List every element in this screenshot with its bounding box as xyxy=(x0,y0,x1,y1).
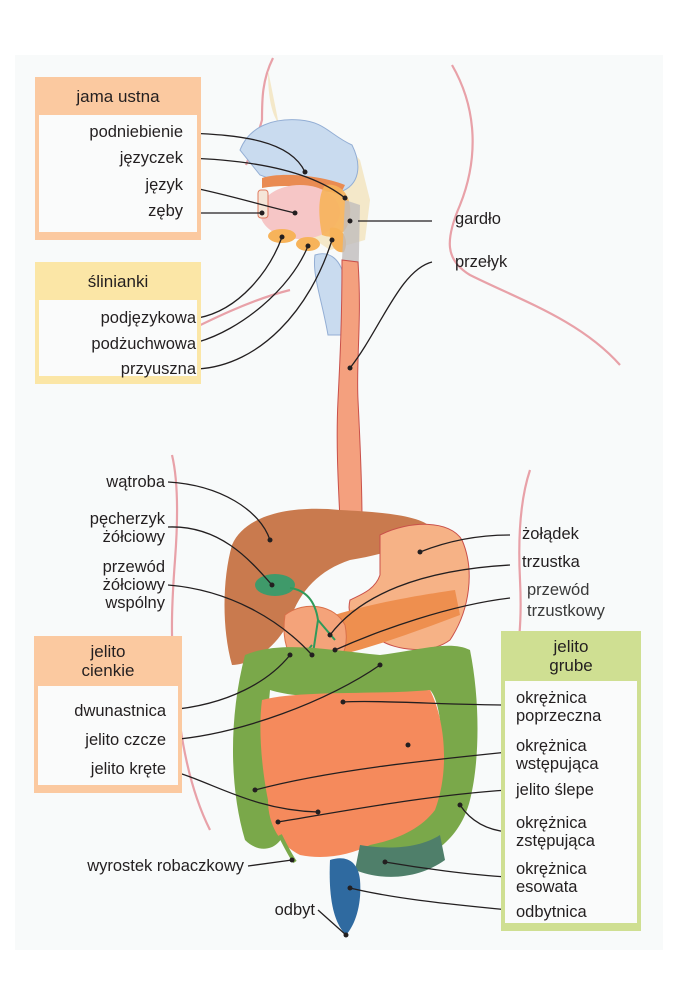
label-bile-duct-line1: przewód xyxy=(102,558,165,576)
label-transverse-colon: okrężnica poprzeczna xyxy=(516,689,601,725)
label-common-bile-duct: przewód żółciowy wspólny xyxy=(103,558,165,612)
group-title-small-intestine-line2: cienkie xyxy=(81,661,135,680)
label-descending-colon-line1: okrężnica xyxy=(516,814,587,832)
gallbladder xyxy=(255,574,295,596)
label-pancreatic-duct: przewód trzustkowy xyxy=(527,580,605,622)
group-title-small-intestine: jelito cienkie xyxy=(34,636,182,686)
label-duodenum: dwunastnica xyxy=(74,702,166,720)
label-jejunum: jelito czcze xyxy=(85,731,166,749)
group-title-large-intestine: jelito grube xyxy=(501,631,641,681)
group-box-mouth: jama ustna xyxy=(35,77,201,240)
label-cecum: jelito ślepe xyxy=(516,781,594,799)
sigmoid-colon xyxy=(355,835,445,877)
label-esophagus: przełyk xyxy=(455,253,508,271)
label-rectum: odbytnica xyxy=(516,903,587,921)
label-ileum: jelito kręte xyxy=(90,760,166,778)
group-box-small-intestine: jelito cienkie xyxy=(34,636,182,793)
leader-lines xyxy=(167,132,511,936)
group-title-large-intestine-line2: grube xyxy=(549,656,593,675)
parotid-gland xyxy=(329,227,347,253)
label-stomach: żołądek xyxy=(522,525,579,543)
label-parotid: przyuszna xyxy=(120,360,196,378)
uvula xyxy=(319,184,351,237)
label-sigmoid-colon-line2: esowata xyxy=(516,878,578,896)
tongue xyxy=(260,185,340,239)
group-title-salivary: ślinianki xyxy=(87,272,149,291)
trachea xyxy=(313,253,349,336)
group-box-salivary: ślinianki xyxy=(35,262,201,384)
label-transverse-colon-line2: poprzeczna xyxy=(516,707,602,725)
label-gallbladder: pęcherzyk żółciowy xyxy=(90,510,165,546)
label-ascending-colon-line2: wstępująca xyxy=(516,755,599,773)
rectum xyxy=(329,858,361,935)
label-appendix: wyrostek robaczkowy xyxy=(87,857,244,875)
label-teeth: zęby xyxy=(148,202,183,220)
label-descending-colon-line2: zstępująca xyxy=(516,832,595,850)
group-box-large-intestine: jelito grube xyxy=(501,631,641,931)
label-transverse-colon-line1: okrężnica xyxy=(516,689,587,707)
label-pancreatic-duct-line1: przewód xyxy=(527,581,590,599)
label-submandibular: podżuchwowa xyxy=(91,335,196,353)
label-ascending-colon: okrężnica wstępująca xyxy=(516,737,599,773)
label-liver: wątroba xyxy=(106,473,165,491)
label-tongue: język xyxy=(145,176,183,194)
group-title-small-intestine-line1: jelito xyxy=(90,642,126,661)
label-descending-colon: okrężnica zstępująca xyxy=(516,814,595,850)
label-bile-duct-line3: wspólny xyxy=(105,594,165,612)
group-title-mouth: jama ustna xyxy=(76,87,160,106)
body-outline xyxy=(169,57,621,831)
label-bile-duct-line2: żółciowy xyxy=(102,576,165,594)
label-sigmoid-colon: okrężnica esowata xyxy=(516,860,587,896)
pancreas xyxy=(320,590,460,655)
leader-dots xyxy=(252,169,463,938)
label-gallbladder-line2: żółciowy xyxy=(102,528,165,546)
label-gallbladder-line1: pęcherzyk xyxy=(89,510,165,528)
label-ascending-colon-line1: okrężnica xyxy=(516,737,587,755)
large-intestine xyxy=(232,645,478,870)
label-palate: podniebienie xyxy=(89,123,183,141)
nasal-cavity xyxy=(239,119,359,193)
head-structures xyxy=(239,70,370,336)
label-pancreatic-duct-line2: trzustkowy xyxy=(527,602,605,620)
label-sigmoid-colon-line1: okrężnica xyxy=(516,860,587,878)
small-intestine xyxy=(260,690,445,857)
label-anus: odbyt xyxy=(274,901,315,919)
label-sublingual: podjęzykowa xyxy=(100,309,196,327)
group-title-large-intestine-line1: jelito xyxy=(553,637,589,656)
label-pancreas: trzustka xyxy=(522,553,580,571)
label-pharynx: gardło xyxy=(455,210,501,228)
label-uvula: języczek xyxy=(119,149,183,167)
